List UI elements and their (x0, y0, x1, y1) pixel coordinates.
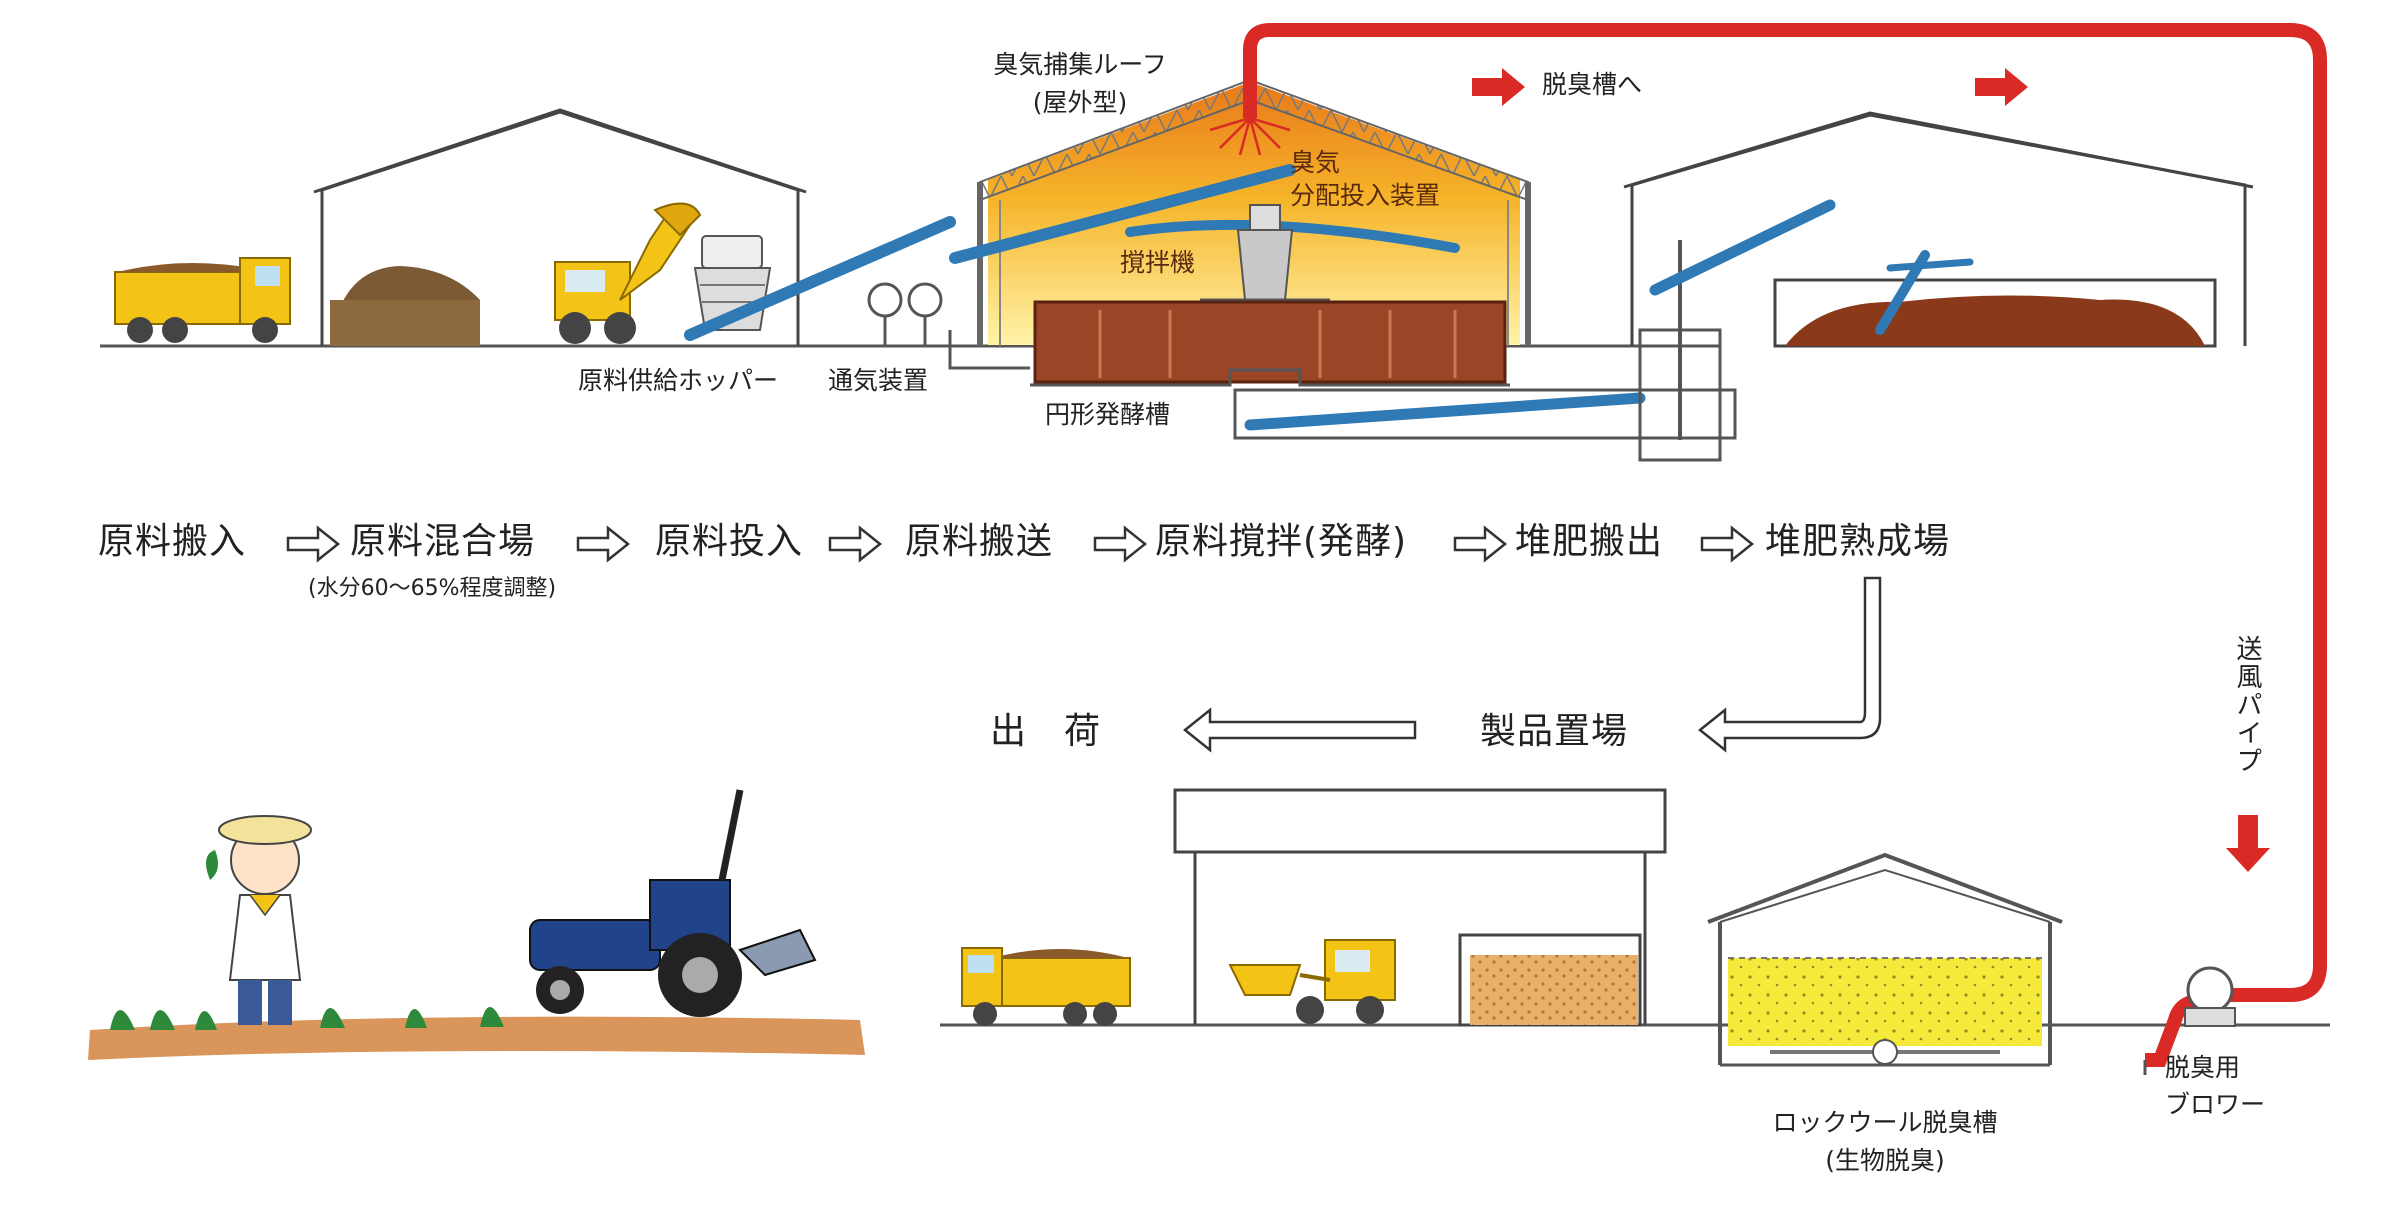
odor-label: 臭気 (1290, 148, 1341, 177)
wheel-loader-icon (554, 202, 702, 344)
rockwool-sublabel: (生物脱臭) (1825, 1146, 1945, 1175)
agitator-label: 撹拌機 (1120, 248, 1196, 277)
storage-label: 製品置場 (1480, 711, 1629, 752)
mix-note: (水分60～65%程度調整) (308, 576, 557, 601)
rockwool-label: ロックウール脱臭槽 (1772, 1108, 1998, 1137)
process-step-6: 堆肥搬出 (1515, 521, 1664, 562)
arrow-down-icon (2226, 815, 2270, 872)
roof-label: 臭気捕集ルーフ (993, 50, 1167, 79)
dump-truck-icon (114, 257, 291, 343)
air-pipe (1243, 23, 2327, 1002)
roof-sublabel: (屋外型) (1032, 88, 1128, 117)
wheel-loader-icon (1228, 939, 1396, 1024)
flow-arrow-ship (1182, 707, 1417, 753)
farm-field (88, 1007, 865, 1060)
mixing-shed (313, 108, 807, 346)
process-step-5: 原料撹拌(発酵) (1155, 521, 1408, 562)
underground-conveyor (1233, 240, 1737, 462)
process-step-7: 堆肥熟成場 (1765, 521, 1951, 562)
arrow-right-icon (1472, 68, 2028, 106)
farmer-icon (206, 815, 312, 1025)
fermentation-tank (1030, 300, 1510, 387)
blower-label-1: 脱臭用 (2165, 1053, 2241, 1082)
to-deodorizer-label: 脱臭槽へ (1542, 70, 1643, 99)
odor-arrows (1209, 116, 1291, 156)
dump-truck-icon (961, 947, 1131, 1026)
aeration-device (867, 282, 1030, 370)
product-storage-shed (1173, 788, 1667, 1027)
process-step-4: 原料搬送 (905, 521, 1054, 562)
aeration-label: 通気装置 (828, 366, 929, 395)
hopper-label: 原料供給ホッパー (578, 366, 779, 395)
process-step-2: 原料混合場 (350, 521, 536, 562)
shipping-label: 出 荷 (990, 711, 1102, 752)
tractor-icon (529, 789, 817, 1017)
flow-arrow-bend (1697, 576, 1882, 753)
process-arrows (286, 525, 1755, 563)
blower-icon (2143, 966, 2236, 1075)
pipe-label: 送風パイプ (2232, 635, 2262, 775)
maturing-shed (1623, 111, 2254, 348)
distributor-label: 分配投入装置 (1290, 181, 1441, 210)
process-step-1: 原料搬入 (98, 521, 247, 562)
process-step-3: 原料投入 (655, 521, 804, 562)
blower-label-2: ブロワー (2165, 1090, 2266, 1119)
distributor-conveyor (949, 164, 1296, 264)
tank-label: 円形発酵槽 (1045, 400, 1171, 429)
rockwool-deodorizer (1707, 852, 2063, 1067)
conveyor-feed (684, 216, 956, 341)
